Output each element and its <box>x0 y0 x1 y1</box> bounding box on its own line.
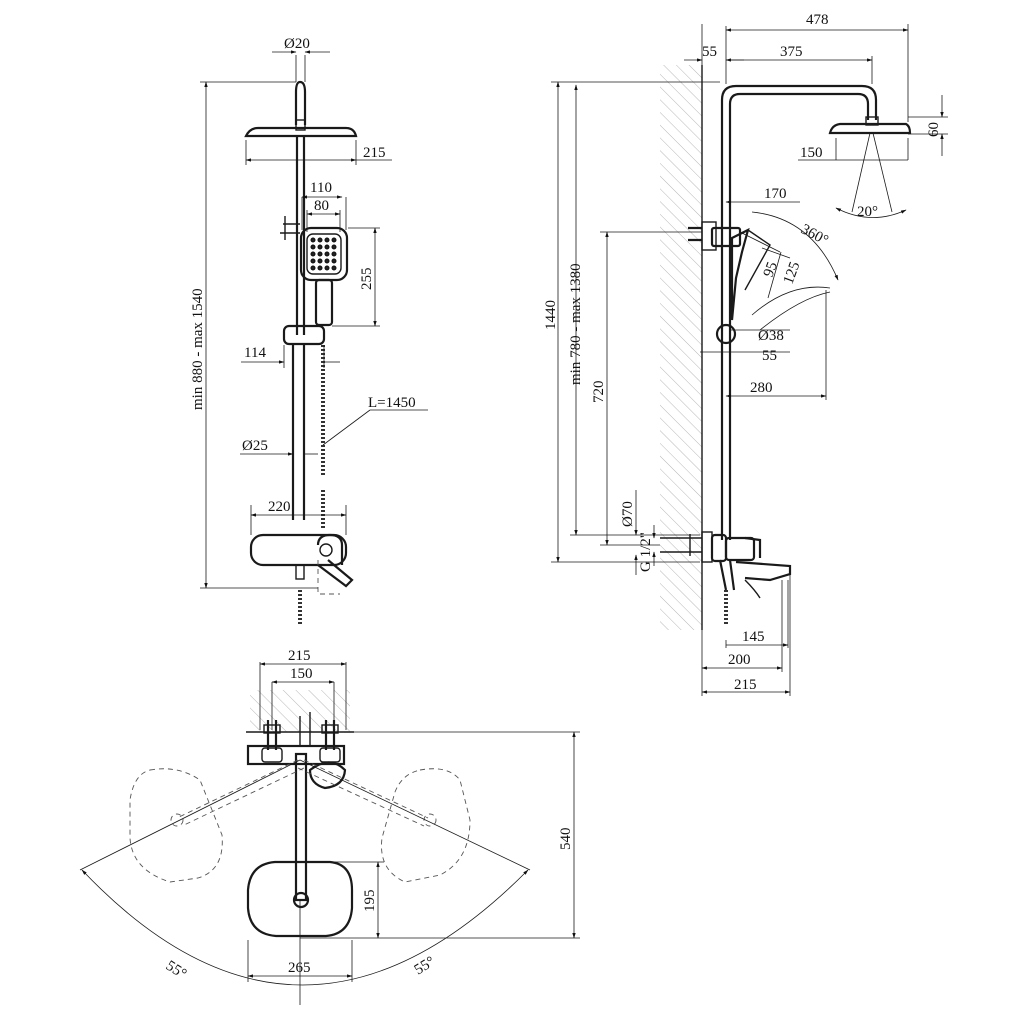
front-dim-height: min 880 - max 1540 <box>190 288 206 410</box>
front-dim-pipe: Ø25 <box>242 438 268 454</box>
front-mixer <box>249 533 354 625</box>
side-spray-angle: 20° <box>857 204 878 220</box>
top-dim-215: 215 <box>288 648 311 664</box>
side-dim-height-range: min 780 - max 1380 <box>568 263 584 385</box>
front-top-pipe <box>294 80 307 125</box>
front-dim-mixer: 220 <box>268 499 291 515</box>
top-angle-right: 55° <box>412 954 438 979</box>
front-hand-shower <box>299 226 349 327</box>
front-dim-hand-inner: 80 <box>314 198 329 214</box>
side-dim-wall-offset: 55 <box>702 44 717 60</box>
front-dim-hose: L=1450 <box>368 395 416 411</box>
side-view: 20° 360° 95 125 Ø38 55 <box>543 12 948 696</box>
side-hand-shower <box>730 227 750 321</box>
side-dim-slider: Ø38 <box>758 328 784 344</box>
top-dim-head-offset: 195 <box>362 890 378 913</box>
top-rain-head <box>246 860 354 938</box>
side-spout <box>735 560 792 582</box>
side-dim-total-reach: 478 <box>806 12 829 28</box>
side-hand-w2: 125 <box>781 260 804 287</box>
side-rain-head <box>828 122 912 135</box>
side-dim-head-thickness: 60 <box>926 122 942 137</box>
top-dim-depth: 540 <box>558 828 574 851</box>
top-dim-head-width: 265 <box>288 960 311 976</box>
side-dim-total-height: 1440 <box>543 300 559 330</box>
front-dim-pipe-top: Ø20 <box>284 36 310 52</box>
front-dim-hand-height: 255 <box>359 268 375 291</box>
side-dim-bracket-height: 720 <box>591 381 607 404</box>
side-slider <box>715 323 737 345</box>
side-dim-head-diameter: 150 <box>800 145 823 161</box>
side-dim-spout-200: 200 <box>728 652 751 668</box>
side-wall <box>660 65 702 630</box>
top-dim-150: 150 <box>290 666 313 682</box>
side-dim-spout-215: 215 <box>734 677 757 693</box>
front-dim-hand-outer: 110 <box>310 180 332 196</box>
side-dim-flange: Ø70 <box>620 501 636 527</box>
front-dim-holder: 114 <box>244 345 266 361</box>
side-rotation: 360° <box>798 221 831 249</box>
side-dim-hand-reach: 280 <box>750 380 773 396</box>
side-dim-spout-145: 145 <box>742 629 765 645</box>
front-rain-head <box>244 126 358 138</box>
side-hand-w1: 95 <box>761 260 781 280</box>
front-view: Ø20 215 110 80 255 114 L=1450 Ø25 220 mi… <box>190 36 428 625</box>
side-dim-thread: G 1/2" <box>638 532 654 572</box>
side-dim-arm-reach: 375 <box>780 44 803 60</box>
side-dim-hand-offset: 170 <box>764 186 787 202</box>
top-angle-left: 55° <box>163 958 189 983</box>
front-dim-head-width: 215 <box>363 145 386 161</box>
side-dim-slider-offset: 55 <box>762 348 777 364</box>
top-view: 215 150 55° 55° <box>79 648 580 1005</box>
